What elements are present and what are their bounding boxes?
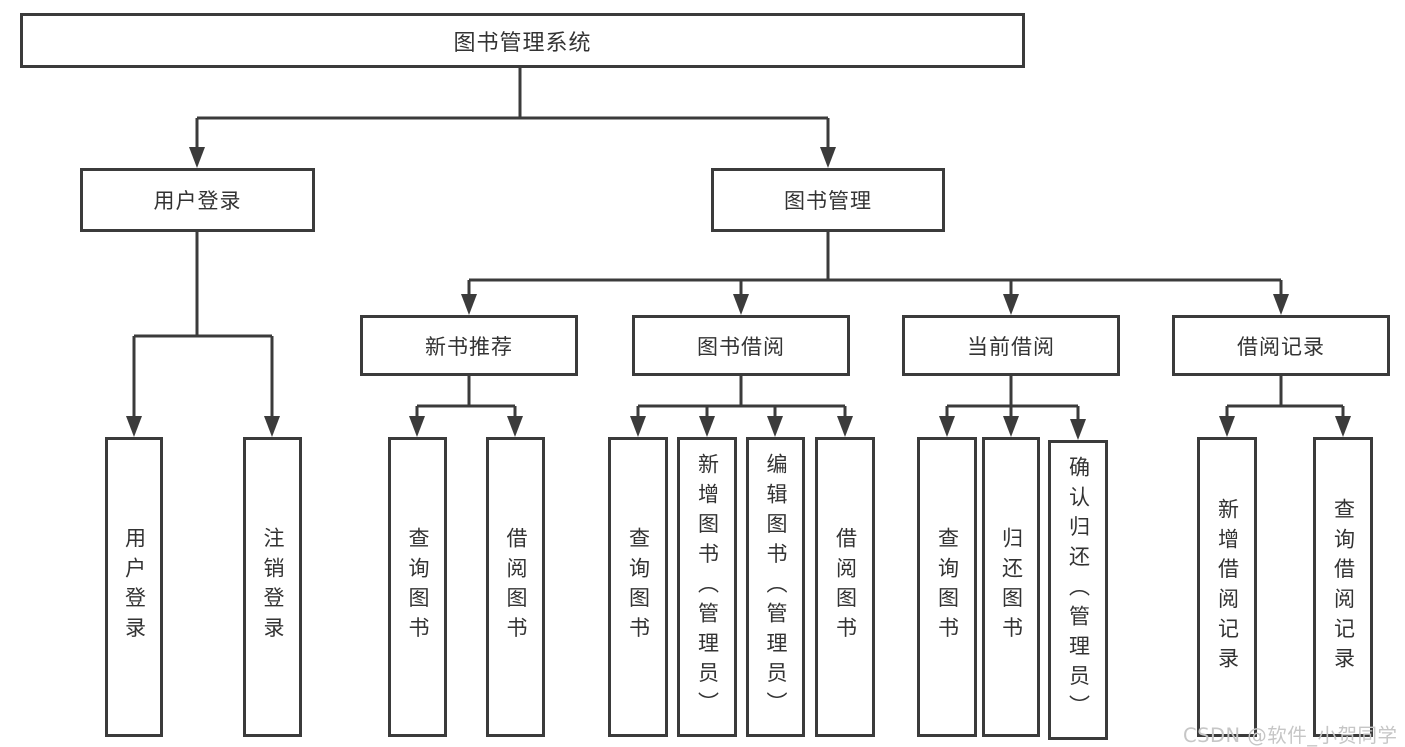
- node-leaf-edit-books-admin: 编辑图书（管理员）: [746, 437, 805, 737]
- node-label: 确认归还（管理员）: [1066, 455, 1091, 725]
- node-label: 图书管理系统: [453, 30, 592, 56]
- arrowhead-down-icon: [189, 147, 205, 168]
- node-leaf-search-books-current: 查询图书: [917, 437, 977, 737]
- arrowhead-down-icon: [630, 416, 646, 437]
- arrowhead-down-icon: [264, 416, 280, 437]
- node-user-login: 用户登录: [80, 168, 315, 232]
- arrowhead-down-icon: [461, 294, 477, 315]
- node-label: 注销登录: [261, 527, 285, 647]
- node-label: 用户登录: [122, 527, 147, 647]
- arrowhead-down-icon: [699, 416, 715, 437]
- node-leaf-search-borrow-record: 查询借阅记录: [1313, 437, 1373, 737]
- node-leaf-search-books-borrowing: 查询图书: [608, 437, 668, 737]
- arrowhead-down-icon: [820, 147, 836, 168]
- node-leaf-add-borrow-record: 新增借阅记录: [1197, 437, 1257, 737]
- node-label: 查询图书: [935, 527, 960, 647]
- node-book-management: 图书管理: [711, 168, 945, 232]
- arrowhead-down-icon: [767, 416, 783, 437]
- arrowhead-down-icon: [837, 416, 853, 437]
- node-label: 新增图书（管理员）: [695, 452, 720, 722]
- node-label: 查询图书: [406, 527, 430, 647]
- node-leaf-user-login: 用户登录: [105, 437, 163, 737]
- node-library-management-system: 图书管理系统: [20, 13, 1025, 68]
- node-label: 图书借阅: [697, 334, 785, 359]
- arrowhead-down-icon: [939, 416, 955, 437]
- node-current-borrowing: 当前借阅: [902, 315, 1120, 376]
- arrowhead-down-icon: [733, 294, 749, 315]
- node-borrowing-records: 借阅记录: [1172, 315, 1390, 376]
- node-label: 编辑图书（管理员）: [764, 452, 788, 722]
- node-label: 当前借阅: [967, 334, 1055, 359]
- arrowhead-down-icon: [1003, 416, 1019, 437]
- arrowhead-down-icon: [1070, 419, 1086, 440]
- node-label: 借阅图书: [833, 527, 858, 647]
- arrowhead-down-icon: [1003, 294, 1019, 315]
- arrowhead-down-icon: [507, 416, 523, 437]
- node-leaf-add-books-admin: 新增图书（管理员）: [677, 437, 737, 737]
- arrowhead-down-icon: [1273, 294, 1289, 315]
- node-label: 查询借阅记录: [1331, 497, 1356, 677]
- csdn-watermark: CSDN @软件_小贺同学: [1183, 724, 1398, 747]
- node-label: 借阅图书: [504, 527, 528, 647]
- node-leaf-logout: 注销登录: [243, 437, 302, 737]
- node-new-book-recommend: 新书推荐: [360, 315, 578, 376]
- node-label: 用户登录: [153, 189, 242, 213]
- arrowhead-down-icon: [126, 416, 142, 437]
- node-label: 新增借阅记录: [1215, 497, 1240, 677]
- node-leaf-confirm-return-admin: 确认归还（管理员）: [1048, 440, 1108, 740]
- node-label: 图书管理: [784, 189, 872, 213]
- node-label: 借阅记录: [1237, 334, 1325, 359]
- arrowhead-down-icon: [1335, 416, 1351, 437]
- node-label: 新书推荐: [425, 334, 513, 359]
- node-leaf-borrow-books-recommend: 借阅图书: [486, 437, 545, 737]
- arrowhead-down-icon: [1219, 416, 1235, 437]
- node-leaf-borrow-books-borrowing: 借阅图书: [815, 437, 875, 737]
- node-leaf-search-books-recommend: 查询图书: [388, 437, 447, 737]
- arrowhead-down-icon: [409, 416, 425, 437]
- node-leaf-return-books: 归还图书: [982, 437, 1040, 737]
- node-label: 归还图书: [999, 527, 1024, 647]
- node-book-borrowing: 图书借阅: [632, 315, 850, 376]
- node-label: 查询图书: [626, 527, 651, 647]
